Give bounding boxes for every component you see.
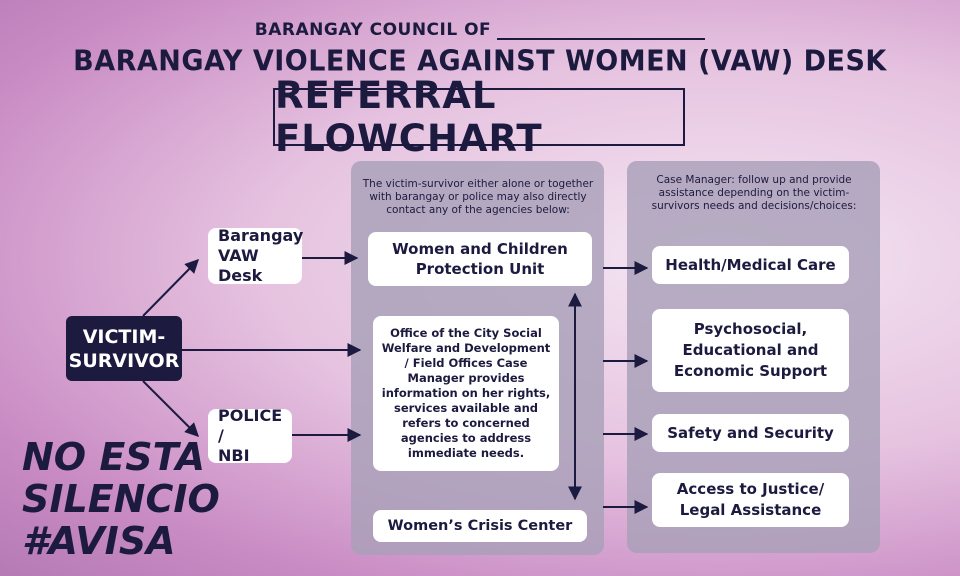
arrow-victim-to-police [142, 380, 199, 437]
arrow-victim-to-barangay [142, 259, 199, 317]
services-panel-note: Case Manager: follow up and provide assi… [651, 174, 857, 212]
access-to-justice-node: Access to Justice/ Legal Assistance [652, 473, 849, 527]
agencies-panel-note: The victim-survivor either alone or toge… [362, 178, 594, 216]
safety-security-node: Safety and Security [652, 414, 849, 452]
barangay-vaw-desk-node: Barangay VAW Desk [208, 226, 303, 285]
vaw-desk-header: BARANGAY VIOLENCE AGAINST WOMEN (VAW) DE… [73, 45, 887, 78]
council-label: BARANGAY COUNCIL OF [254, 20, 492, 40]
slogan-line-3: #AVISA [22, 519, 176, 563]
womens-crisis-center-node: Women’s Crisis Center [373, 510, 587, 542]
council-header: BARANGAY COUNCIL OF [0, 20, 960, 40]
barangay-name-blank [497, 20, 706, 40]
police-nbi-node: POLICE / NBI [208, 406, 292, 465]
cswd-case-manager-node: Office of the City Social Welfare and De… [373, 316, 559, 471]
wcpu-node: Women and Children Protection Unit [368, 232, 592, 286]
slogan-line-1: NO ESTA [22, 435, 206, 479]
slogan-line-2: SILENCIO [22, 477, 220, 521]
psychosocial-support-node: Psychosocial, Educational and Economic S… [652, 309, 849, 392]
victim-survivor-node: VICTIM- SURVIVOR [66, 316, 182, 381]
health-medical-care-node: Health/Medical Care [652, 246, 849, 284]
slogan: NO ESTA SILENCIO #AVISA [22, 436, 220, 562]
